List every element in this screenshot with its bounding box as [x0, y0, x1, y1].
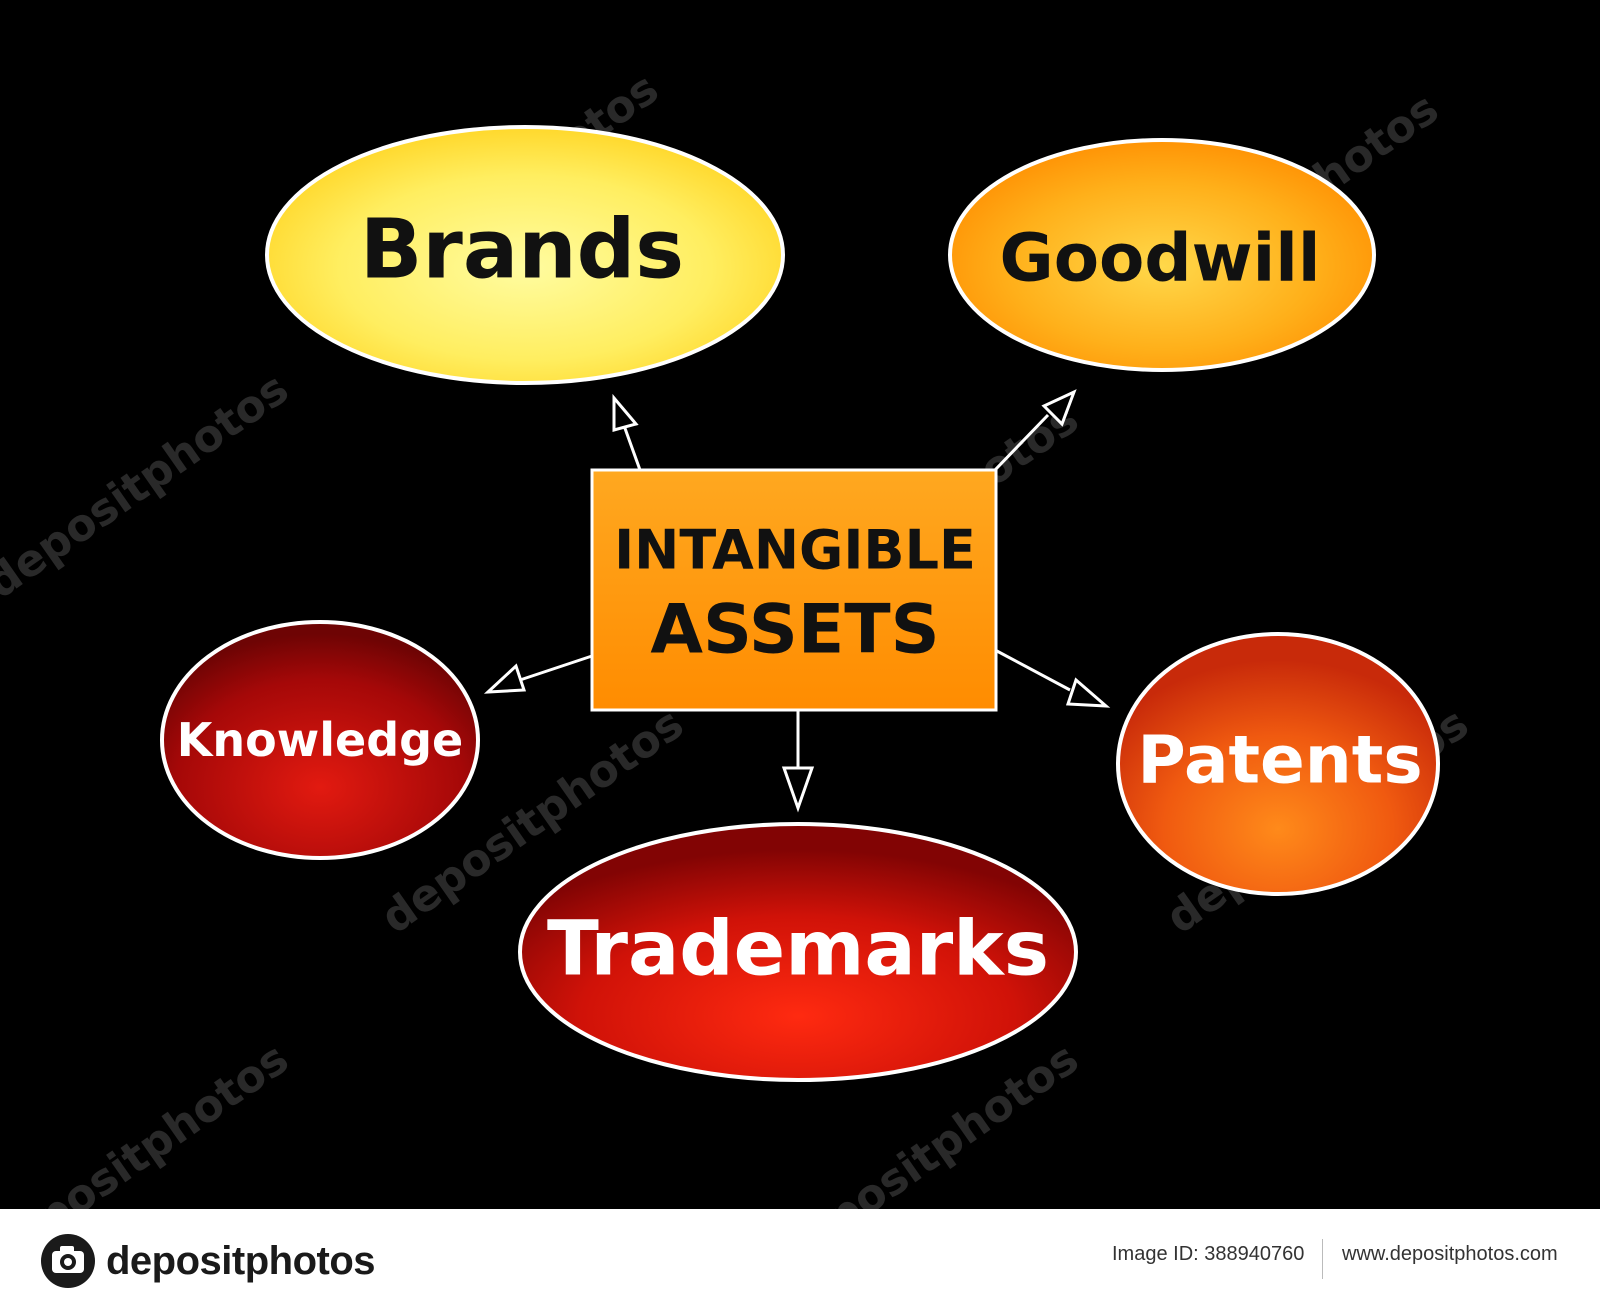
arrow-to-patents	[994, 648, 1111, 708]
arrow-to-brands	[612, 393, 642, 471]
arrow-to-trademarks	[781, 710, 815, 813]
arrow-to-goodwill	[993, 389, 1077, 472]
node-trademarks-label: Trademarks	[547, 904, 1049, 993]
site-url[interactable]: www.depositphotos.com	[1342, 1243, 1558, 1265]
node-goodwill: Goodwill	[948, 138, 1376, 372]
center-node: INTANGIBLE ASSETS	[590, 468, 998, 712]
watermark-text: depositphotos	[0, 1033, 298, 1209]
connectors	[483, 389, 1111, 813]
node-knowledge: Knowledge	[160, 620, 480, 860]
node-trademarks: Trademarks	[518, 822, 1078, 1082]
image-id: Image ID: 388940760	[1112, 1243, 1305, 1265]
camera-logo-icon	[41, 1234, 95, 1288]
mind-map: depositphotos depositphotos depositphoto…	[0, 63, 1478, 1209]
arrow-to-knowledge	[483, 654, 593, 694]
watermark-text: depositphotos	[0, 363, 298, 609]
center-title-line1: INTANGIBLE	[614, 519, 976, 582]
node-patents-label: Patents	[1137, 722, 1422, 799]
footer-bar: depositphotos Image ID: 388940760 www.de…	[0, 1209, 1600, 1309]
footer-divider	[1322, 1239, 1323, 1279]
node-goodwill-label: Goodwill	[1000, 220, 1321, 297]
node-brands: Brands	[265, 125, 785, 385]
node-brands-label: Brands	[360, 203, 684, 298]
logo-text: depositphotos	[106, 1238, 376, 1283]
depositphotos-logo: depositphotos	[40, 1233, 376, 1289]
node-knowledge-label: Knowledge	[177, 713, 464, 767]
center-title-line2: ASSETS	[650, 591, 939, 670]
node-patents: Patents	[1116, 632, 1440, 896]
